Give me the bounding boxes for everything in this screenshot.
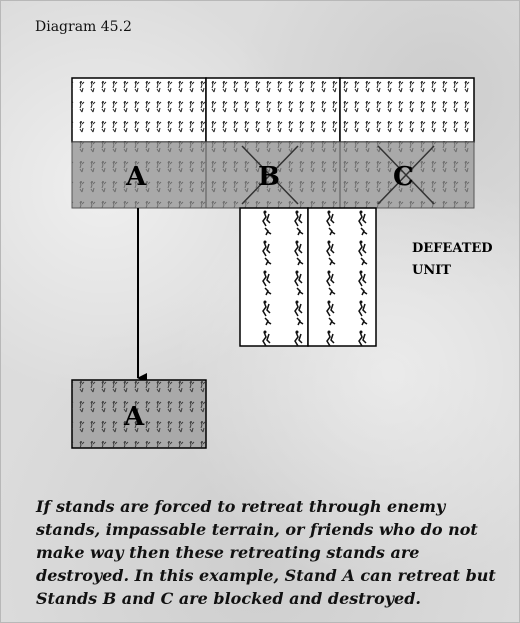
diagram-caption: If stands are forced to retreat through … xyxy=(36,495,506,610)
stand-a-label: A xyxy=(125,162,147,192)
defeated-unit-label-line1: DEFEATED xyxy=(412,238,493,260)
enemy-stand-row xyxy=(72,78,474,142)
stand-a-retreated-label: A xyxy=(123,402,145,432)
defeated-unit xyxy=(240,208,376,346)
defeated-unit-label-line2: UNIT xyxy=(412,260,493,282)
defeated-unit-label: DEFEATED UNIT xyxy=(412,238,493,282)
stand-c-label: C xyxy=(393,162,414,192)
stand-b-label: B xyxy=(258,162,280,192)
